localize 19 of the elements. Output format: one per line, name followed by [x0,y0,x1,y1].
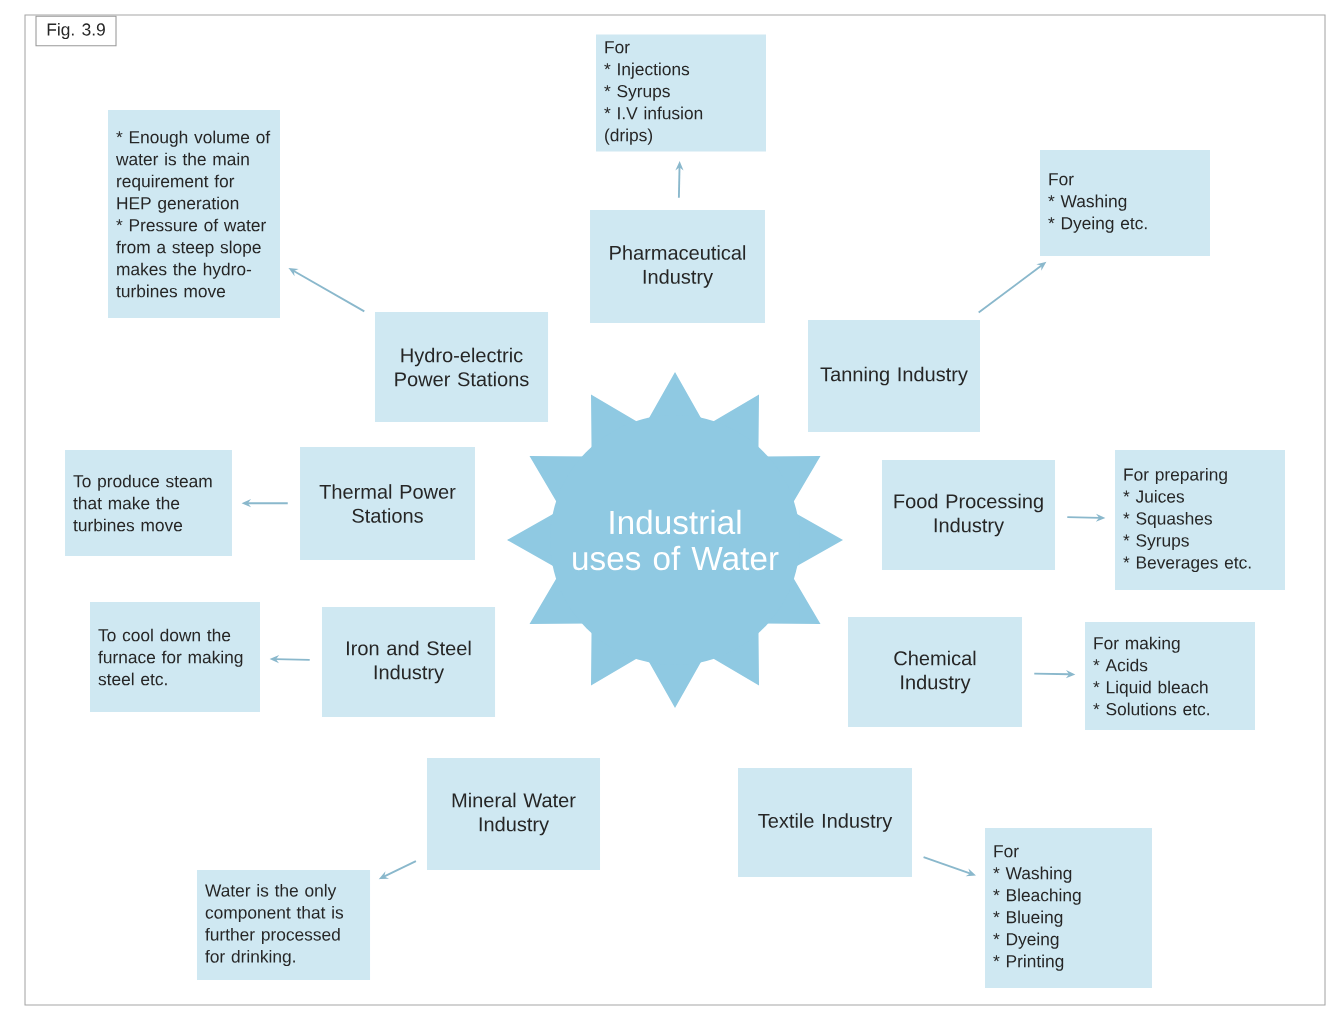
description-box: * Enough volume of water is the main requirement for HEP generation * Pressure of water from a steep slope makes the hydro-turbines move [108,110,280,318]
description-box: For * Washing * Dyeing etc. [1040,150,1210,256]
description-box: Water is the only component that is further processed for drinking. [197,870,371,980]
industry-box: Chemical Industry [848,617,1022,727]
industry-box: Thermal Power Stations [300,446,475,561]
industry-box: Pharmaceutical Industry [590,209,765,324]
description-box: To cool down the furnace for making steel etc. [90,602,260,712]
description-box: For preparing * Juices * Squashes * Syrups * Beverages etc. [1115,450,1285,590]
industry-box: Tanning Industry [808,320,980,432]
industry-box: Hydro-electric Power Stations [375,312,549,422]
description-box: For * Washing * Bleaching * Blueing * Dyeing * Printing [985,828,1152,988]
industry-box: Mineral Water Industry [426,758,601,870]
industry-box: Textile Industry [738,767,912,878]
industry-box: Iron and Steel Industry [321,607,496,717]
description-box: For * Injections * Syrups * I.V infusion (drips) [596,34,766,152]
description-box: For making * Acids * Liquid bleach * Solutions etc. [1085,622,1255,730]
industry-box: Food Processing Industry [881,460,1056,570]
figure-number: Fig. 3.9 [35,15,117,47]
description-box: To produce steam that make the turbines move [65,450,232,556]
